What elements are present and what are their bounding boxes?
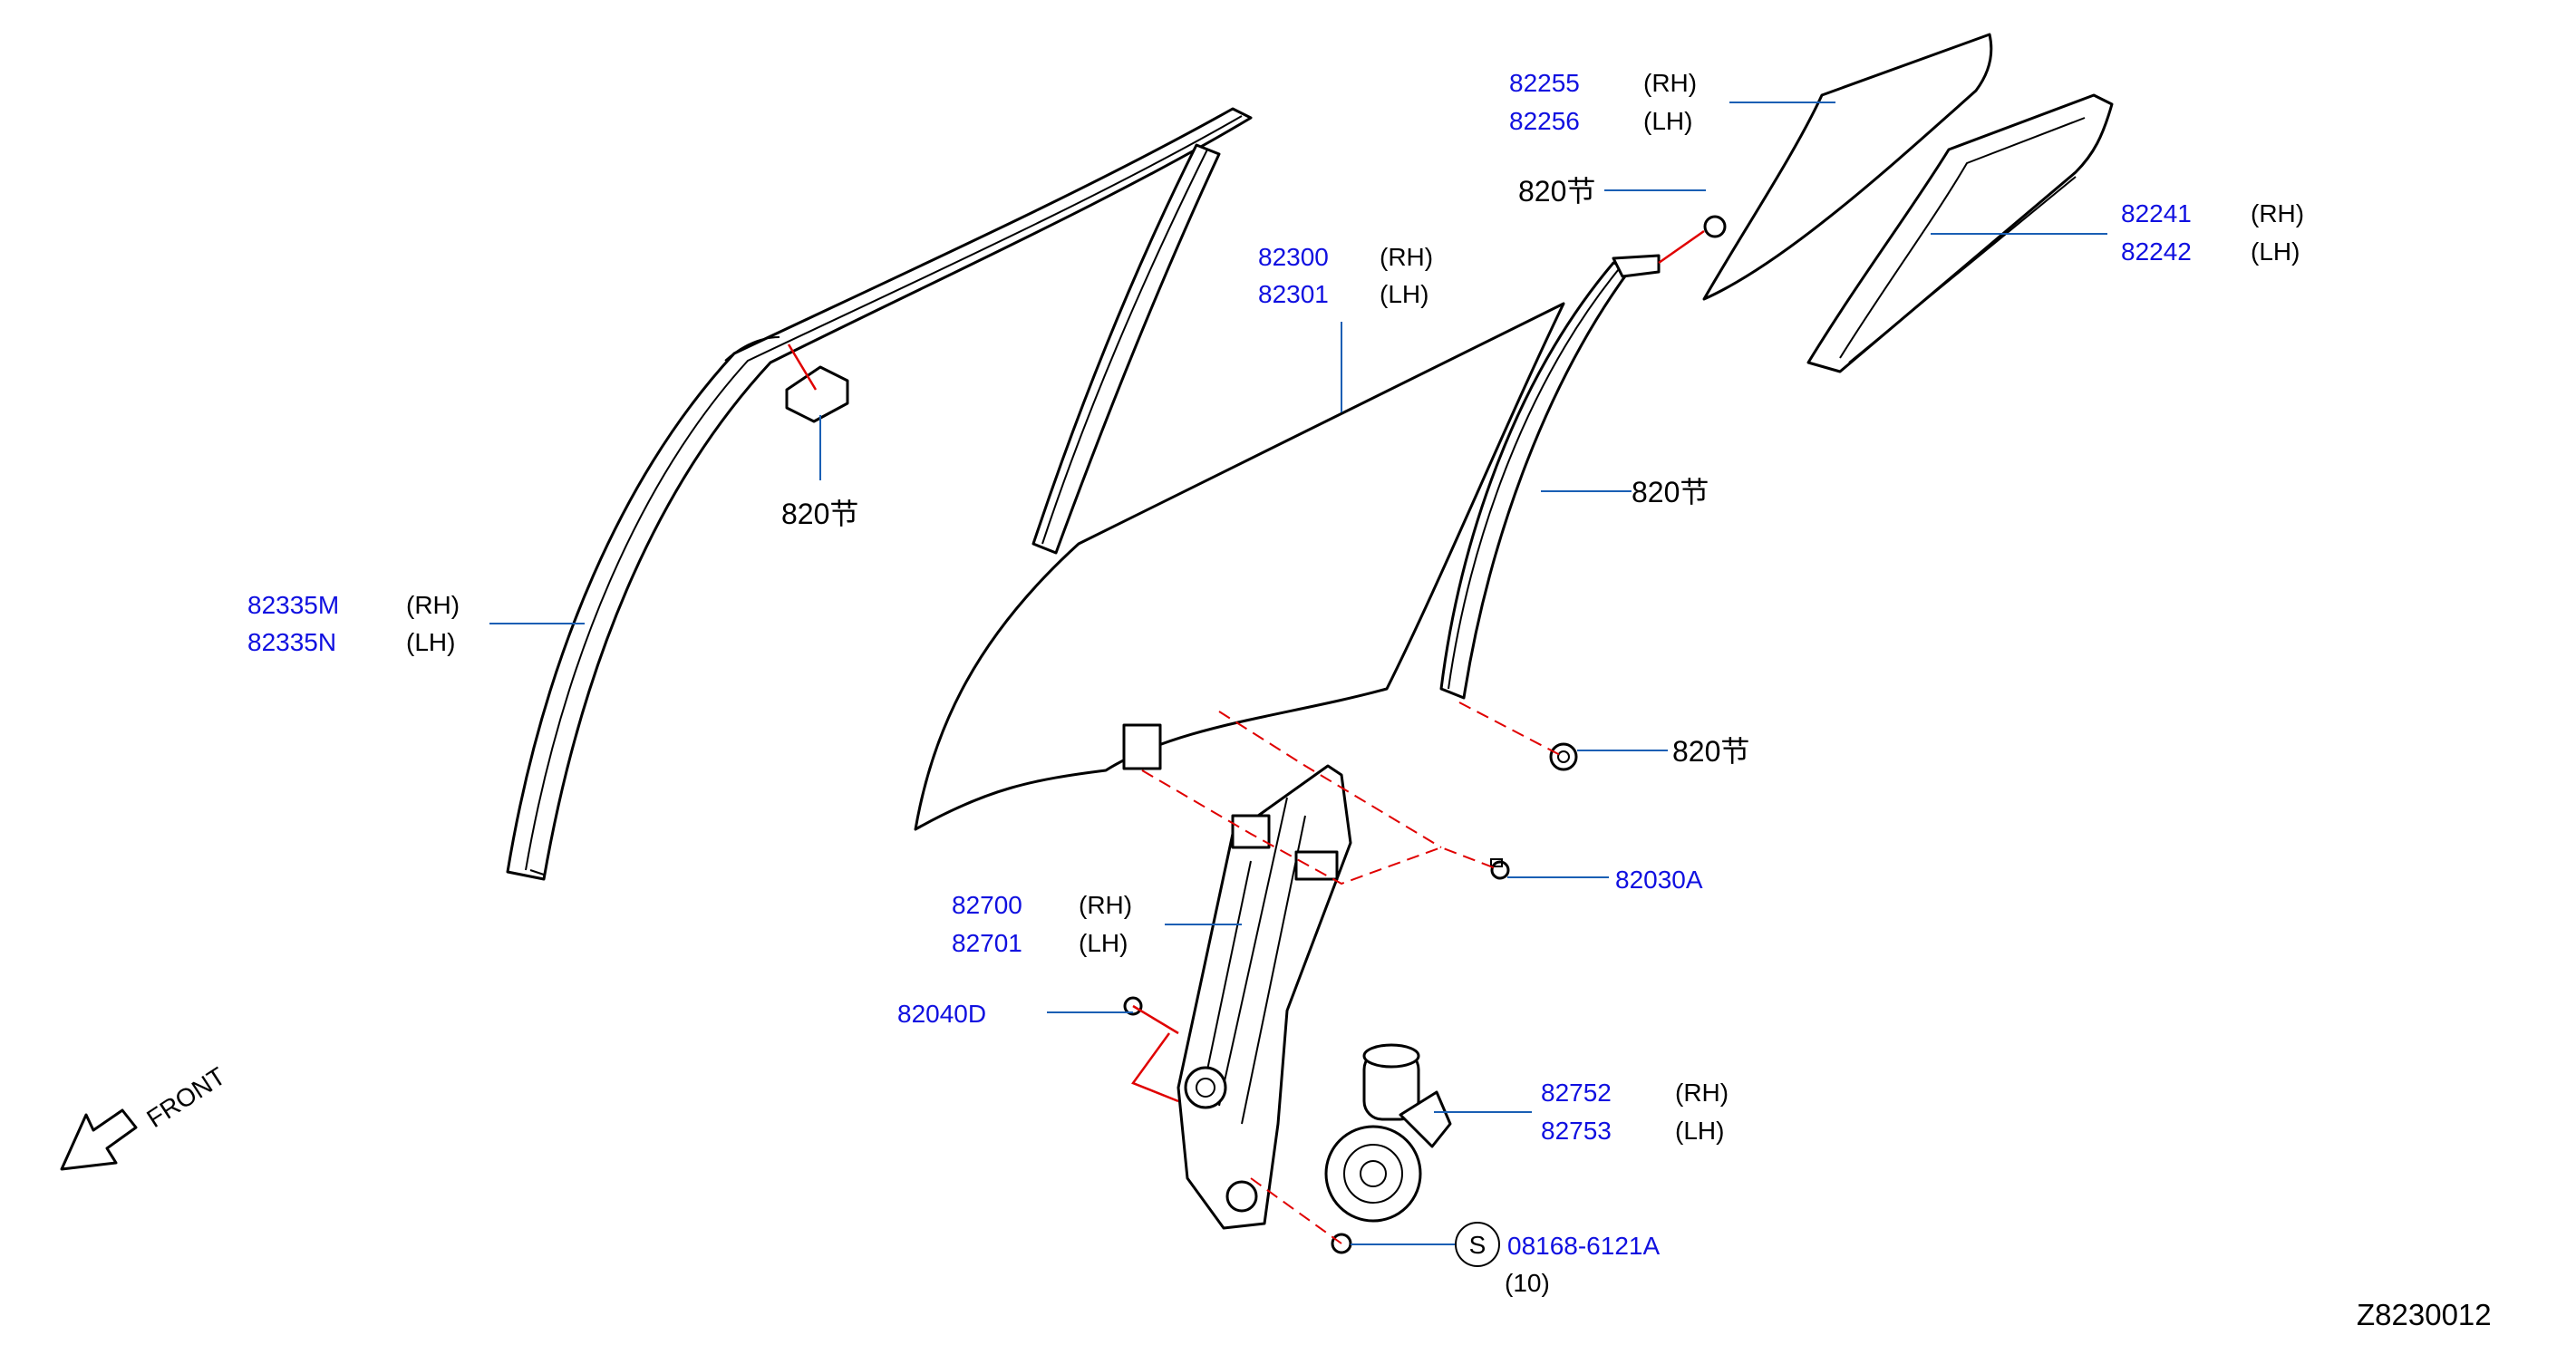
ref-label: 820节: [781, 498, 858, 530]
part-number: 82335M: [247, 591, 339, 619]
rear-channel-part: [1439, 229, 1705, 700]
part-number: 82242: [2121, 237, 2192, 266]
front-sash-part: [506, 107, 1253, 881]
part-number: 82255: [1509, 69, 1580, 97]
label-regulator: 82700 (RH) 82701 (LH): [952, 891, 1132, 957]
leader-lines: [489, 102, 2107, 1245]
label-partition-glass: 82255 (RH) 82256 (LH): [1509, 69, 1697, 135]
assembly-lines: [1131, 702, 1564, 1244]
side-label: (LH): [1675, 1117, 1724, 1145]
grommet-820-part: [1703, 215, 1727, 238]
part-number: 82301: [1258, 280, 1329, 308]
clip-820-part: [1549, 742, 1578, 771]
part-number: 82752: [1541, 1079, 1612, 1107]
regulator-motor-part: [1324, 1043, 1452, 1223]
door-glass-part: [914, 302, 1565, 831]
sash-bracket-part: [785, 344, 849, 423]
diagram-code: Z8230012: [2357, 1298, 2492, 1331]
quantity-label: (10): [1505, 1269, 1550, 1297]
side-label: (RH): [406, 591, 460, 619]
side-label: (LH): [2251, 237, 2300, 266]
window-regulator-part: [1177, 764, 1352, 1230]
label-motor: 82752 (RH) 82753 (LH): [1541, 1079, 1729, 1145]
front-label: FRONT: [141, 1062, 230, 1134]
ref-label: 820节: [1632, 476, 1709, 508]
part-number: 82335N: [247, 628, 336, 656]
part-number-82030a: 82030A: [1615, 866, 1703, 894]
label-screw: S 08168-6121A (10): [1455, 1222, 1660, 1297]
front-arrow-icon: [60, 1108, 138, 1171]
label-glass: 82300 (RH) 82301 (LH): [1258, 243, 1433, 308]
partition-glass-part: [1702, 33, 1993, 301]
part-number-82040d: 82040D: [897, 1000, 986, 1028]
part-number: 08168-6121A: [1507, 1232, 1660, 1260]
side-label: (RH): [1380, 243, 1433, 271]
front-direction-indicator: FRONT: [60, 1062, 230, 1171]
part-number: 82300: [1258, 243, 1329, 271]
part-number: 82753: [1541, 1117, 1612, 1145]
bolt-82030a-part: [1490, 858, 1510, 880]
part-number: 82701: [952, 929, 1022, 957]
part-number: 82700: [952, 891, 1022, 919]
side-label: (RH): [1675, 1079, 1729, 1107]
ref-label: 820节: [1672, 735, 1749, 768]
side-label: (LH): [1079, 929, 1128, 957]
side-label: (RH): [1079, 891, 1132, 919]
label-partition-seal: 82241 (RH) 82242 (LH): [2121, 199, 2304, 266]
side-label: (LH): [1380, 280, 1428, 308]
part-number: 82241: [2121, 199, 2192, 227]
side-label: (RH): [2251, 199, 2304, 227]
rear-sash-part: [1031, 143, 1221, 555]
part-number: 82256: [1509, 107, 1580, 135]
symbol-circle: [1455, 1222, 1500, 1267]
ref-label: 820节: [1518, 175, 1595, 208]
side-label: (RH): [1643, 69, 1697, 97]
label-front-sash: 82335M (RH) 82335N (LH): [247, 591, 460, 656]
side-label: (LH): [1643, 107, 1692, 135]
symbol-letter: S: [1469, 1231, 1487, 1259]
side-label: (LH): [406, 628, 455, 656]
